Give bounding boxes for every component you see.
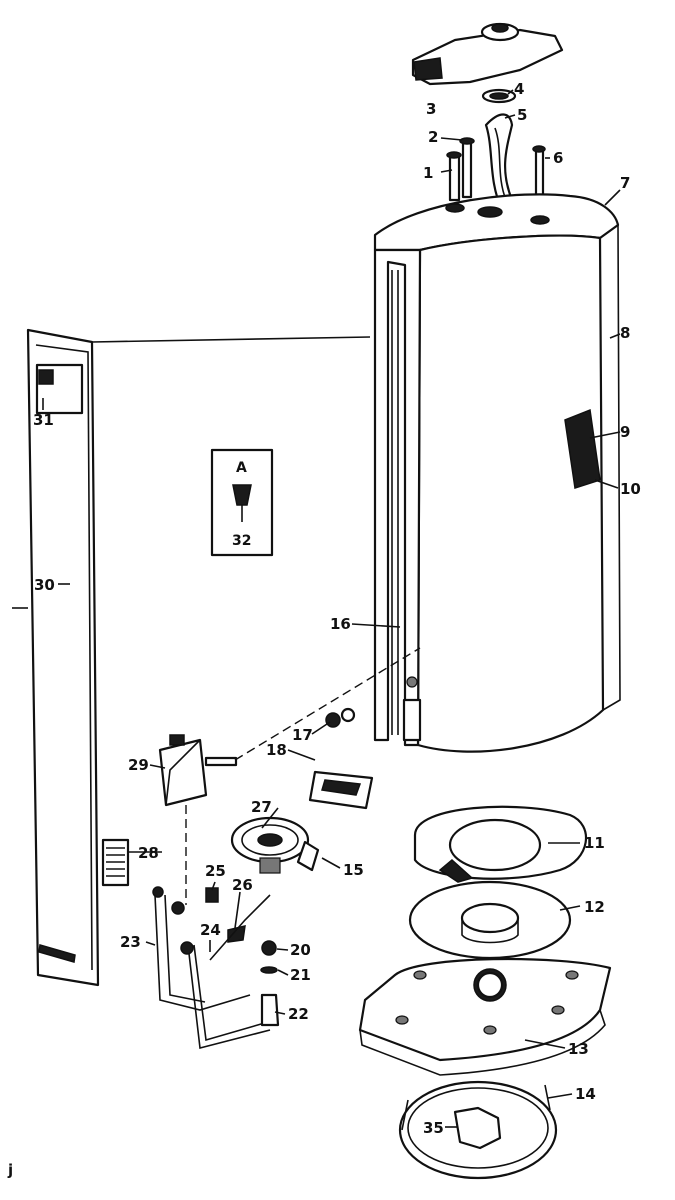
- callout-1: 1: [423, 164, 433, 182]
- callout-27: 27: [251, 798, 272, 816]
- outer-door-panel: [26, 328, 100, 987]
- callout-20: 20: [290, 941, 311, 959]
- callout-14: 14: [575, 1085, 596, 1103]
- callout-13: 13: [568, 1040, 589, 1058]
- callout-11: 11: [584, 834, 605, 852]
- callout-30: 30: [34, 576, 55, 594]
- callout-24: 24: [200, 921, 221, 939]
- callout-35: 35: [423, 1119, 444, 1137]
- callout-15: 15: [343, 861, 364, 879]
- callout-4: 4: [514, 80, 524, 98]
- inner-door: [308, 770, 374, 810]
- callout-2: 2: [428, 128, 438, 146]
- leader-lines: [42, 89, 621, 1128]
- base-pan: [358, 957, 612, 1076]
- top-cover: [411, 22, 564, 86]
- gas-control-valve: [158, 734, 238, 807]
- callout-9: 9: [620, 423, 630, 441]
- radiation-shield: [413, 805, 588, 883]
- callout-22: 22: [288, 1005, 309, 1023]
- callout-17: 17: [292, 726, 313, 744]
- callout-3: 3: [426, 100, 436, 118]
- callout-10: 10: [620, 480, 641, 498]
- callout-12: 12: [584, 898, 605, 916]
- insulation-pad: [453, 1106, 502, 1150]
- label-plate: [101, 838, 130, 887]
- callout-6: 6: [553, 149, 563, 167]
- tank-jacket: [373, 193, 621, 753]
- inset-letter: A: [236, 460, 247, 476]
- nipple: [459, 137, 475, 199]
- combustion-chamber-ring: [408, 880, 572, 960]
- callout-18: 18: [266, 741, 287, 759]
- gas-tubing: [152, 886, 271, 1050]
- callout-23: 23: [120, 933, 141, 951]
- flue-washer: [481, 88, 517, 104]
- callout-8: 8: [620, 324, 630, 342]
- callout-16: 16: [330, 615, 351, 633]
- callout-31: 31: [33, 411, 54, 429]
- inset-number: 32: [232, 533, 251, 549]
- callout-21: 21: [290, 966, 311, 984]
- orifice-fittings: [260, 940, 280, 1027]
- fitting-17: [325, 707, 356, 728]
- inset-box: [210, 448, 274, 557]
- anode-rod: [446, 151, 462, 202]
- callout-25: 25: [205, 862, 226, 880]
- callout-29: 29: [128, 756, 149, 774]
- callout-28: 28: [138, 844, 159, 862]
- callout-5: 5: [517, 106, 527, 124]
- flue-baffle: [484, 113, 514, 212]
- callout-7: 7: [620, 174, 630, 192]
- callout-26: 26: [232, 876, 253, 894]
- main-burner: [230, 816, 320, 874]
- margin-mark: j: [7, 1161, 13, 1179]
